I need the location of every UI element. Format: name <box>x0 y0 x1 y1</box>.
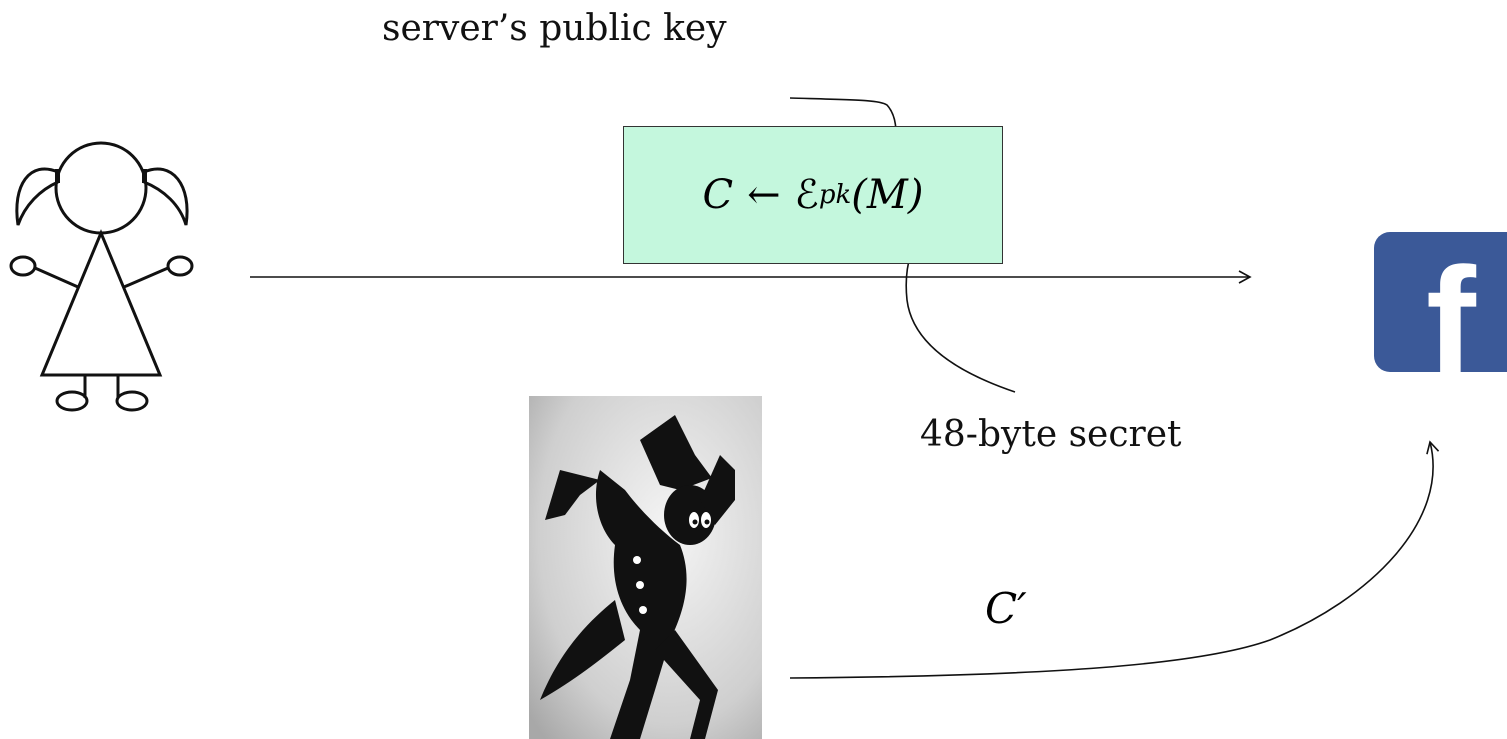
girl-stick-figure-icon <box>9 141 194 412</box>
modified-ciphertext-label: C′ <box>985 584 1027 633</box>
formula-ciphertext: C <box>702 172 734 218</box>
formula-subscript: pk <box>818 180 852 210</box>
encryption-formula-box: C ← ℰ pk (M) <box>623 126 1003 264</box>
facebook-f-shape: f <box>1374 232 1507 372</box>
eavesdropper-silhouette-icon <box>529 396 762 739</box>
facebook-logo-icon: f <box>1374 232 1507 372</box>
formula-assign-arrow: ← <box>747 172 781 218</box>
secret-label: 48-byte secret <box>920 414 1182 455</box>
modified-ciphertext-arrow <box>789 440 1440 679</box>
encryption-formula: C ← ℰ pk (M) <box>624 127 1002 263</box>
formula-message: (M) <box>851 172 924 218</box>
public-key-label: server’s public key <box>382 8 727 49</box>
formula-encryption-symbol: ℰ <box>794 172 819 218</box>
fb-background <box>1374 232 1507 372</box>
fb-letter: f <box>1426 236 1477 372</box>
